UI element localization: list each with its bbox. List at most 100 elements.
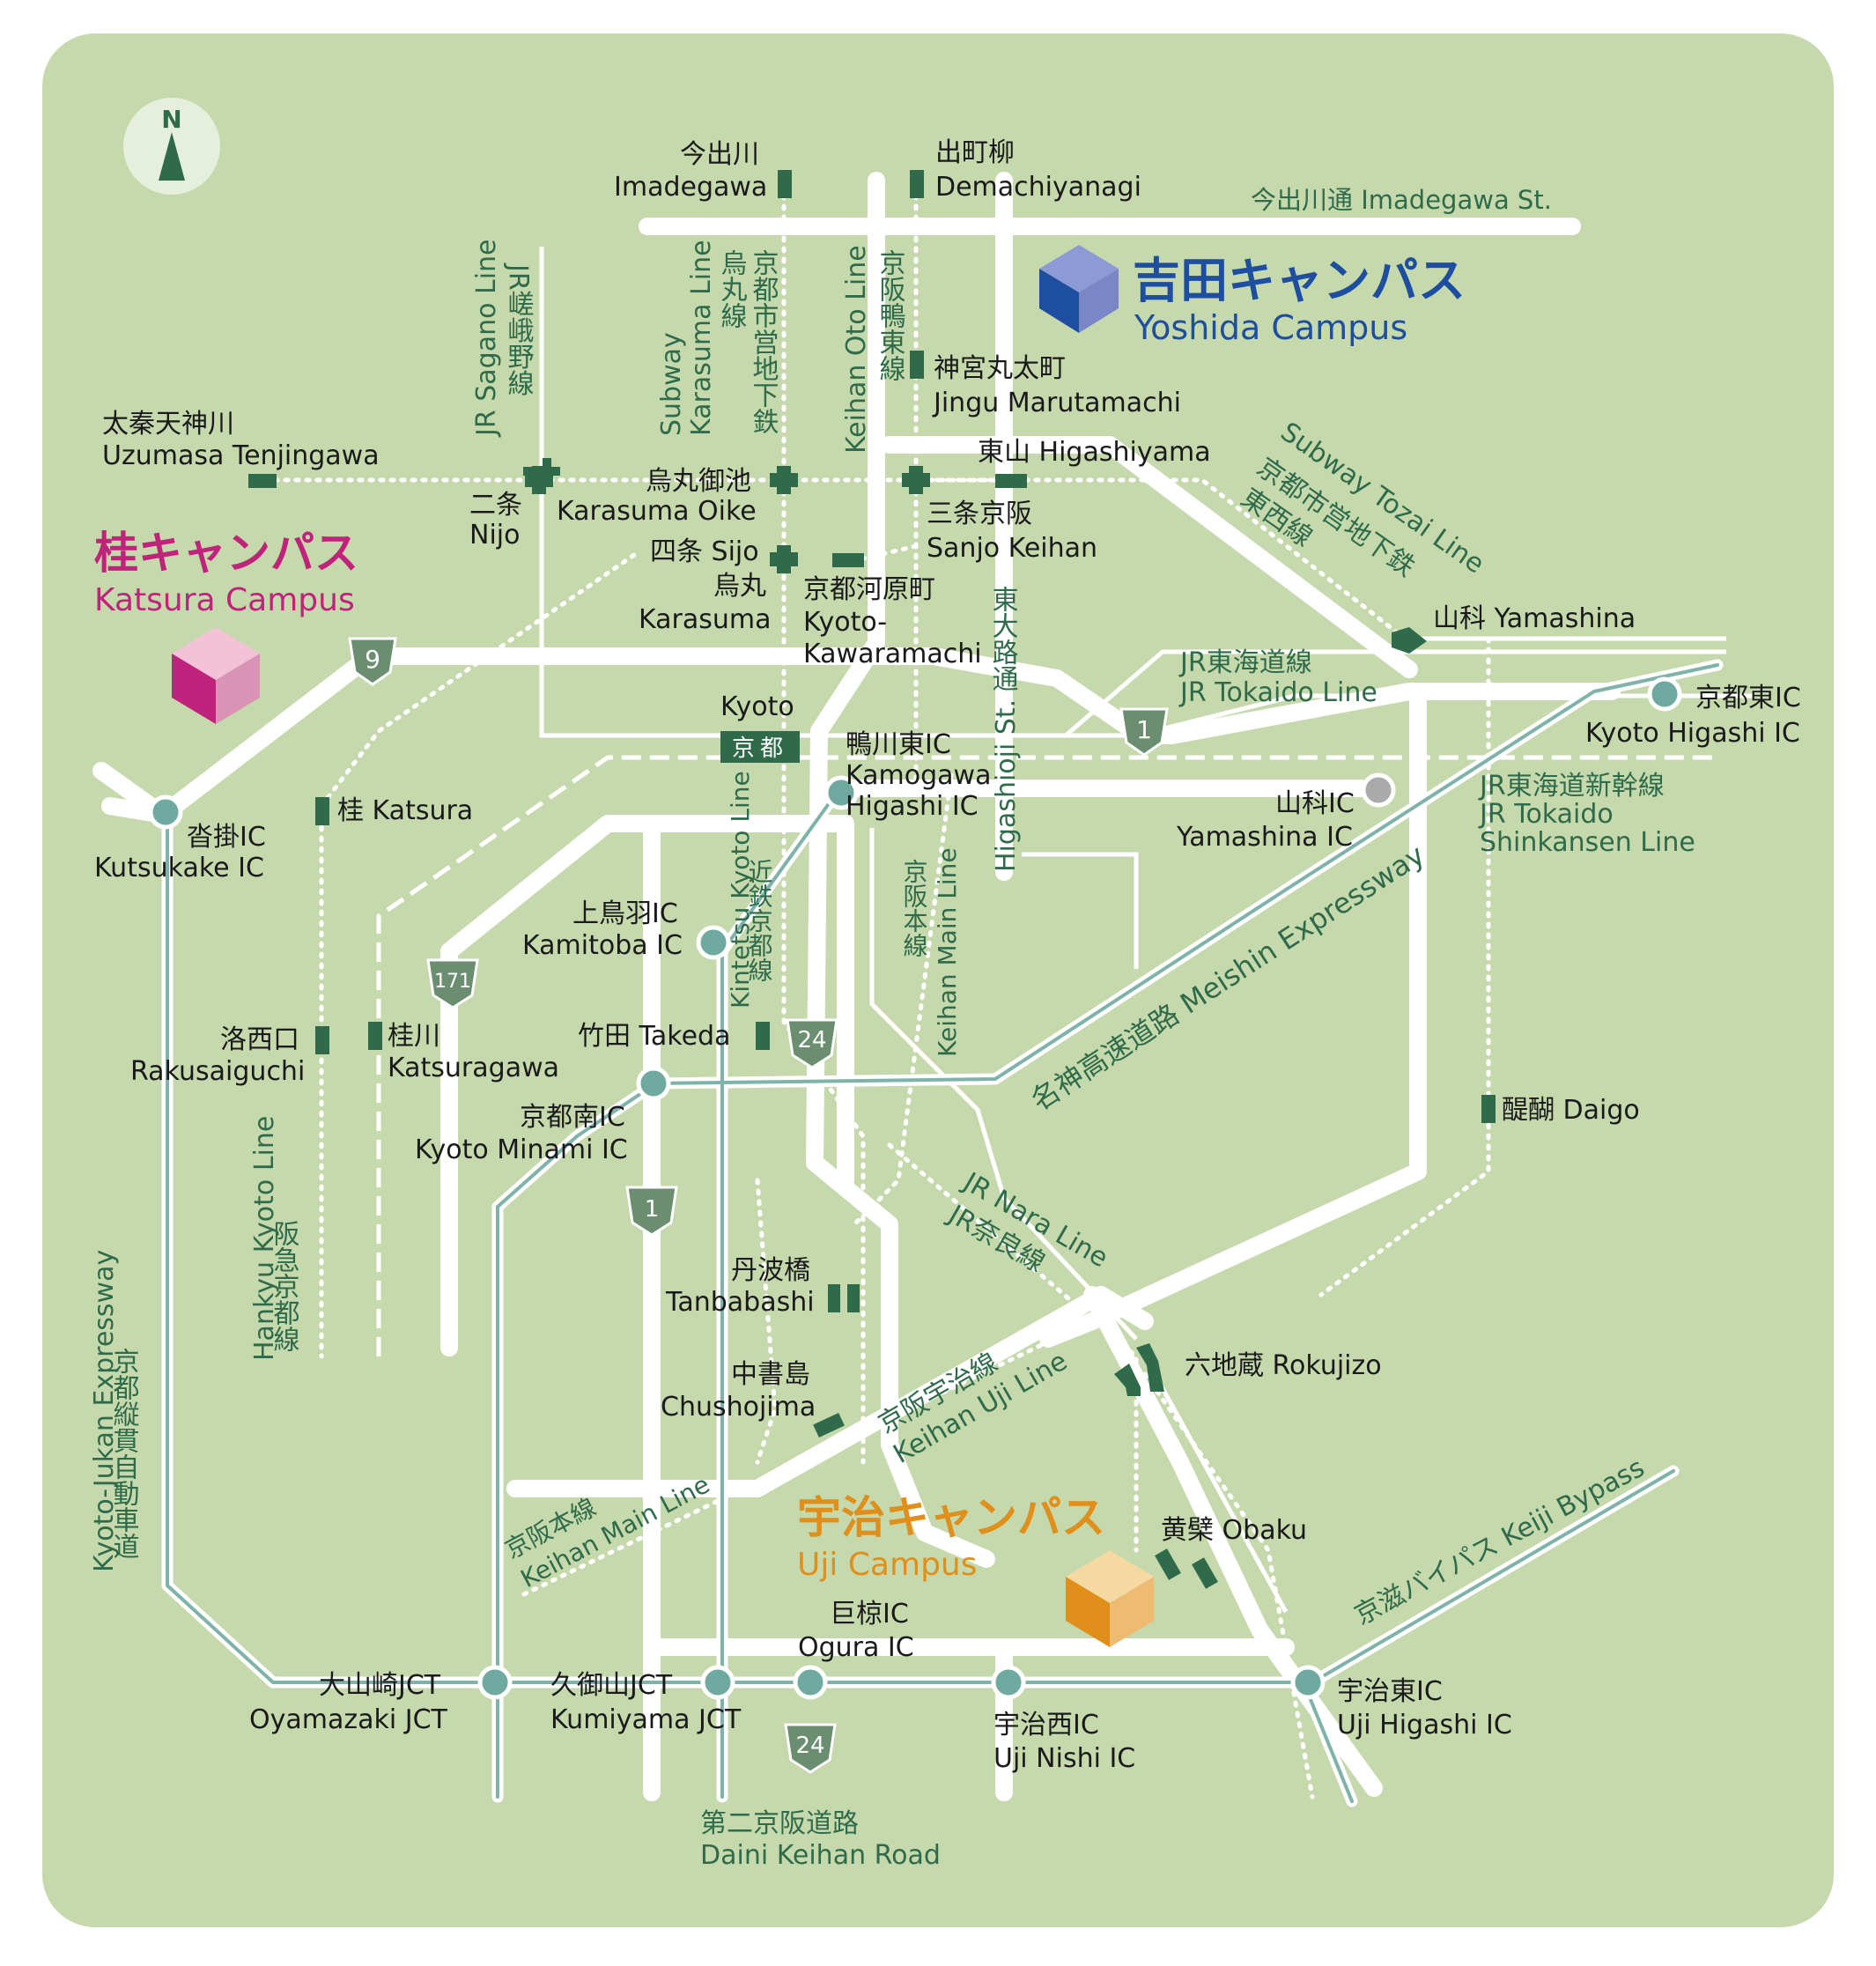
label-obaku: 黄檗 Obaku: [1161, 1515, 1307, 1546]
label-sanjo-en: Sanjo Keihan: [927, 533, 1097, 564]
line-keihan-main-en: Keihan Main Line: [933, 847, 962, 1057]
label-oike-ja: 烏丸御池: [646, 466, 751, 497]
station-marker-sanjo-v: [909, 466, 923, 494]
street-higashioji-en: Higashioji St.: [991, 699, 1022, 872]
station-marker-takeda: [756, 1022, 770, 1050]
label-kyoto-en: Kyoto: [720, 691, 794, 722]
line-shinkansen-en2: Shinkansen Line: [1480, 827, 1695, 858]
label-rakusaiguchi-en: Rakusaiguchi: [130, 1056, 305, 1087]
station-marker-chushojima: [813, 1412, 845, 1438]
ic-node-kamogawa: [824, 775, 859, 810]
label-yamashina-ic-ja: 山科IC: [1275, 788, 1355, 819]
line-keihan-oto-ja: 京阪鴨東線: [875, 249, 905, 381]
label-shijo: 四条 Sijo: [650, 536, 759, 567]
label-kamitoba-ja: 上鳥羽IC: [572, 898, 678, 929]
label-oike-en: Karasuma Oike: [557, 496, 757, 527]
label-kawaramachi-ja: 京都河原町: [803, 574, 935, 605]
label-kamogawa-ja: 鴨川東IC: [846, 729, 951, 760]
label-karasuma-ja: 烏丸: [713, 571, 766, 602]
label-kumiyama-ja: 久御山JCT: [550, 1670, 673, 1701]
label-kamitoba-en: Kamitoba IC: [522, 930, 683, 961]
label-oyamazaki-en: Oyamazaki JCT: [249, 1704, 448, 1735]
svg-text:24: 24: [795, 1733, 824, 1759]
katsura-campus-en: Katsura Campus: [94, 582, 355, 618]
label-imadegawa-ja: 今出川: [680, 139, 759, 170]
label-ogura-en: Ogura IC: [798, 1632, 914, 1663]
label-katsura: 桂 Katsura: [337, 795, 473, 826]
station-marker-imadegawa: [778, 170, 792, 198]
station-marker-rokujizo: [1136, 1343, 1164, 1392]
station-marker-obaku-1: [1155, 1548, 1181, 1580]
label-uzumasa-en: Uzumasa Tenjingawa: [102, 440, 380, 471]
station-marker-obaku-2: [1192, 1557, 1218, 1589]
label-higashiyama: 東山 Higashiyama: [978, 437, 1211, 468]
yoshida-campus-en: Yoshida Campus: [1134, 308, 1407, 347]
label-rokujizo: 六地蔵 Rokujizo: [1185, 1350, 1382, 1381]
station-markers: [248, 170, 1496, 1589]
uji-campus-ja: 宇治キャンパス: [797, 1492, 1105, 1543]
label-uji-higashi-en: Uji Higashi IC: [1337, 1710, 1512, 1741]
ic-node-ogura: [793, 1665, 828, 1700]
station-marker-uzumasa: [248, 474, 277, 488]
station-marker-demachiyanagi: [910, 170, 924, 198]
cube-icon-uji: [1066, 1550, 1154, 1647]
label-kamogawa-en1: Kamogawa: [846, 760, 991, 791]
shinkansen-track: [376, 755, 1717, 1356]
station-marker-katsura: [315, 797, 329, 825]
line-shinkansen-ja: JR東海道新幹線: [1478, 771, 1665, 802]
svg-text:1: 1: [645, 1196, 660, 1223]
label-katsuragawa-en: Katsuragawa: [388, 1053, 559, 1083]
station-marker-jingu: [910, 351, 924, 379]
line-shinkansen-en1: JR Tokaido: [1478, 799, 1614, 830]
label-jingu-en: Jingu Marutamachi: [932, 388, 1181, 418]
compass-letter: N: [161, 105, 181, 134]
line-jr-sagano-en: JR Sagano Line: [471, 239, 502, 438]
label-katsuragawa-ja: 桂川: [388, 1021, 440, 1052]
label-nijo-en: Nijo: [469, 520, 520, 551]
station-marker-tanbabashi-1: [828, 1284, 840, 1312]
station-marker-tanbabashi-2: [847, 1284, 860, 1312]
label-jingu-ja: 神宮丸太町: [934, 353, 1066, 384]
label-tanbabashi-en: Tanbabashi: [665, 1287, 815, 1318]
label-kyoto-minami-ja: 京都南IC: [520, 1102, 625, 1133]
line-kintetsu-ja: 近鉄京都線: [745, 859, 774, 982]
label-demachiyanagi-en: Demachiyanagi: [935, 172, 1141, 203]
svg-text:24: 24: [797, 1027, 826, 1053]
station-marker-katsuragawa: [368, 1022, 382, 1050]
line-hankyu-en: Hankyu Kyoto Line: [249, 1116, 280, 1361]
label-oyamazaki-ja: 大山崎JCT: [319, 1670, 441, 1701]
label-takeda: 竹田 Takeda: [578, 1021, 730, 1052]
label-yamashina: 山科 Yamashina: [1433, 603, 1636, 634]
label-kamogawa-en2: Higashi IC: [846, 791, 979, 822]
interchange-nodes: [148, 676, 1682, 1700]
line-jr-tokaido-ja: JR東海道線: [1178, 647, 1312, 678]
cube-icon-katsura: [172, 627, 260, 724]
station-marker-rokujizo-2: [1114, 1364, 1141, 1396]
ic-node-kyoto-higashi: [1647, 676, 1682, 712]
shield-route-1-south: 1: [625, 1186, 678, 1237]
label-nijo-ja: 二条: [469, 490, 522, 521]
roads: [92, 172, 1621, 1801]
label-kumiyama-en: Kumiyama JCT: [550, 1704, 742, 1735]
station-marker-kawaramachi: [832, 553, 864, 567]
label-imadegawa-en: Imadegawa: [614, 172, 767, 203]
line-kyoto-jukan-en: Kyoto-Jukan Expressway: [89, 1250, 120, 1572]
label-kawaramachi-en1: Kyoto-: [803, 607, 887, 638]
street-imadegawa: 今出川通 Imadegawa St.: [1251, 185, 1552, 215]
label-karasuma-en: Karasuma: [639, 604, 772, 635]
label-tanbabashi-ja: 丹波橋: [731, 1255, 810, 1286]
kyoto-station-ja: 京都: [732, 735, 788, 762]
label-demachiyanagi-ja: 出町柳: [935, 137, 1015, 168]
label-chushojima-en: Chushojima: [661, 1392, 816, 1423]
label-kyoto-minami-en: Kyoto Minami IC: [415, 1135, 628, 1165]
ic-node-kamitoba: [696, 925, 731, 960]
label-uji-nishi-ja: 宇治西IC: [993, 1710, 1099, 1741]
ic-node-kutsukake: [148, 795, 183, 830]
ic-node-kyoto-minami: [636, 1066, 671, 1101]
street-higashioji-ja: 東大路通: [987, 586, 1018, 691]
label-kutsukake-ja: 沓掛IC: [187, 822, 266, 853]
label-kyoto-higashi-en: Kyoto Higashi IC: [1585, 718, 1800, 749]
label-uzumasa-ja: 太秦天神川: [102, 409, 234, 440]
label-ogura-ja: 巨椋IC: [830, 1599, 909, 1630]
ic-node-yamashina: [1361, 772, 1396, 808]
